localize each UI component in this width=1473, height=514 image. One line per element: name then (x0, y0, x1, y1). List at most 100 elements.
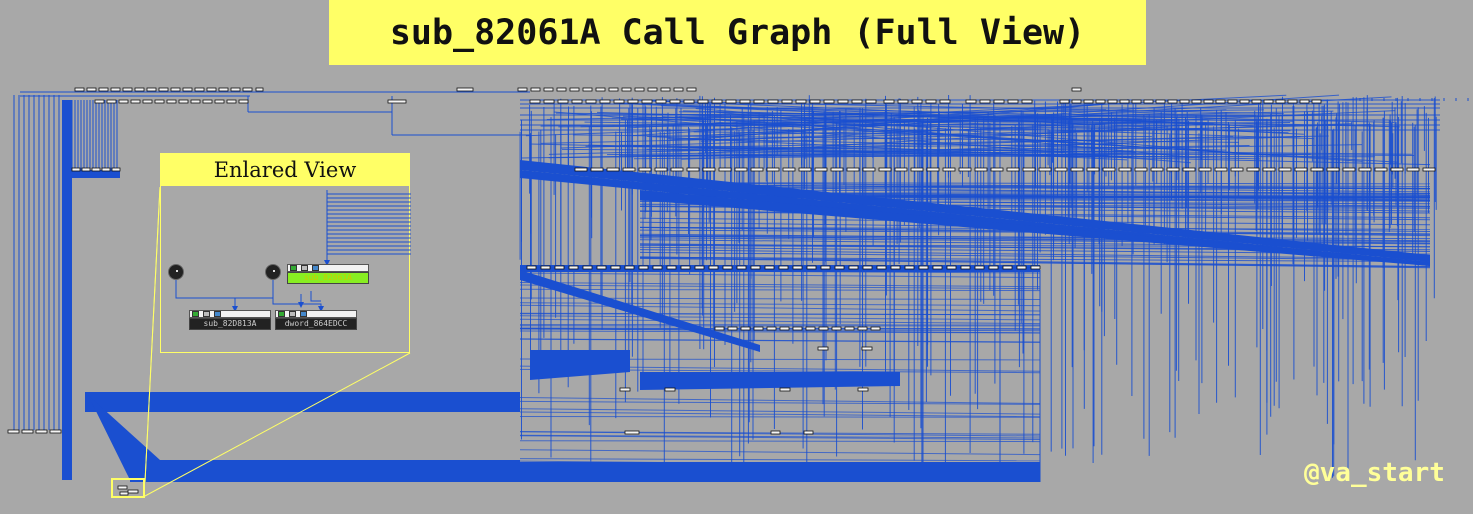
graph-node (876, 265, 887, 270)
graph-node (1227, 99, 1238, 104)
graph-node (1422, 167, 1436, 172)
graph-node (1059, 99, 1070, 104)
graph-node (911, 99, 923, 104)
graph-node (770, 430, 781, 435)
graph-node (809, 99, 821, 104)
graph-node (725, 99, 737, 104)
graph-node (194, 87, 205, 92)
graph-node (861, 346, 873, 351)
graph-node (846, 167, 860, 172)
node-label-dword-864edcc: dword_864EDCC (275, 318, 357, 330)
graph-node (595, 87, 606, 92)
graph-node (736, 265, 747, 270)
graph-node (1016, 265, 1027, 270)
graph-node (624, 430, 640, 435)
graph-node (1326, 167, 1340, 172)
graph-node (946, 265, 957, 270)
caller-node-1[interactable] (168, 264, 184, 280)
graph-node (1167, 99, 1178, 104)
graph-node-sub-82061a[interactable]: sub_82061A (287, 264, 369, 284)
author-watermark: @va_start (1304, 458, 1445, 488)
graph-node (660, 87, 671, 92)
graph-node (942, 167, 956, 172)
graph-node (1311, 99, 1322, 104)
graph-node (574, 167, 588, 172)
graph-node (226, 99, 237, 104)
graph-node (118, 99, 129, 104)
graph-node (1054, 167, 1068, 172)
graph-node (1150, 167, 1164, 172)
graph-node-sub-82d813a[interactable]: sub_82D813A (189, 310, 271, 330)
graph-node (1107, 99, 1118, 104)
graph-node (837, 99, 849, 104)
graph-node (1299, 99, 1310, 104)
graph-node (878, 167, 892, 172)
graph-node (727, 326, 738, 331)
enlarged-view-edges (175, 190, 411, 312)
graph-node (990, 167, 1004, 172)
graph-node (1262, 167, 1276, 172)
graph-node (238, 99, 249, 104)
graph-node (1119, 99, 1130, 104)
graph-node (7, 429, 20, 434)
graph-node (697, 99, 709, 104)
graph-node (529, 99, 541, 104)
graph-node (979, 99, 991, 104)
graph-node (127, 489, 139, 494)
graph-node (582, 87, 593, 92)
graph-node (1275, 99, 1286, 104)
graph-node (702, 167, 716, 172)
graph-node (670, 167, 684, 172)
graph-node (818, 326, 829, 331)
graph-node (569, 87, 580, 92)
graph-node (130, 99, 141, 104)
graph-node (540, 265, 551, 270)
graph-node (925, 99, 937, 104)
graph-nodes (7, 87, 1436, 496)
graph-node (1086, 167, 1100, 172)
graph-node (890, 265, 901, 270)
graph-node (647, 87, 658, 92)
graph-node-dword-864edcc[interactable]: dword_864EDCC (275, 310, 357, 330)
graph-node (218, 87, 229, 92)
graph-node (619, 387, 631, 392)
graph-node (1083, 99, 1094, 104)
graph-node (1143, 99, 1154, 104)
graph-node (634, 87, 645, 92)
graph-node (1215, 99, 1226, 104)
graph-node (596, 265, 607, 270)
graph-node (142, 99, 153, 104)
graph-node (750, 265, 761, 270)
caller-node-2[interactable] (265, 264, 281, 280)
graph-node (766, 326, 777, 331)
graph-edge-bands (62, 100, 1430, 482)
graph-node (1038, 167, 1052, 172)
graph-node (708, 265, 719, 270)
graph-node (897, 99, 909, 104)
graph-node (230, 87, 241, 92)
graph-node (621, 87, 632, 92)
graph-node (857, 326, 868, 331)
graph-node (740, 326, 751, 331)
graph-node (627, 99, 639, 104)
graph-node (926, 167, 940, 172)
graph-node (154, 99, 165, 104)
graph-node (35, 429, 48, 434)
graph-node (778, 265, 789, 270)
graph-node (1002, 265, 1013, 270)
graph-node (86, 87, 97, 92)
graph-node (543, 99, 555, 104)
zoom-connector-lower (144, 352, 411, 497)
graph-node (71, 167, 81, 172)
enlarged-view-panel: Enlared View sub_82061A su (160, 153, 411, 353)
graph-node (610, 265, 621, 270)
page-title: sub_82061A Call Graph (Full View) (389, 12, 1086, 53)
graph-node (1390, 167, 1404, 172)
graph-node (1102, 167, 1116, 172)
graph-node (831, 326, 842, 331)
graph-node (781, 99, 793, 104)
title-banner: sub_82061A Call Graph (Full View) (329, 0, 1146, 65)
graph-node (857, 387, 869, 392)
graph-node (974, 167, 988, 172)
